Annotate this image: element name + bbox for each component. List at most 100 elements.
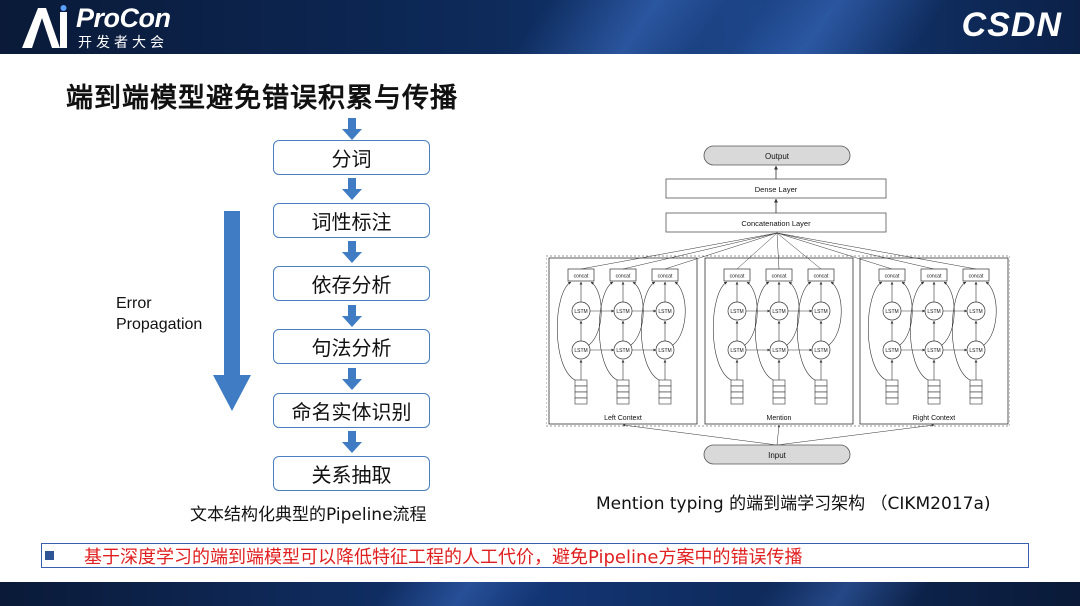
embedding-cell: [658, 379, 672, 387]
stage-tokenization: 分词: [273, 140, 430, 175]
embedding-cell: [885, 391, 899, 399]
stage-ner: 命名实体识别: [273, 393, 430, 428]
embedding-cell: [969, 391, 983, 399]
pipeline-arrow-icon: [342, 178, 362, 200]
embedding-cell: [658, 391, 672, 399]
pipeline-arrow-icon: [342, 431, 362, 453]
lstm-label: LSTM: [574, 348, 587, 354]
lstm-label: LSTM: [885, 309, 898, 315]
skip-connection: [630, 281, 644, 346]
skip-connection: [951, 281, 971, 381]
skip-connection: [588, 281, 602, 346]
embedding-cell: [574, 379, 588, 387]
connection-line: [776, 232, 822, 270]
embedding-cell: [616, 397, 630, 405]
encoder-group-box: [704, 257, 854, 425]
skip-connection: [786, 281, 800, 346]
skip-connection: [909, 281, 929, 381]
lstm-label: LSTM: [927, 309, 940, 315]
embedding-cell: [885, 385, 899, 393]
embedding-cell: [885, 379, 899, 387]
embedding-cell: [772, 391, 786, 399]
skip-connection: [712, 281, 732, 381]
summary-text: 基于深度学习的端到端模型可以降低特征工程的人工代价，避免Pipeline方案中的…: [84, 546, 803, 568]
skip-connection: [672, 281, 686, 346]
input-node: [703, 444, 851, 465]
lstm-label: LSTM: [574, 309, 587, 315]
skip-connection: [899, 281, 913, 346]
embedding-cell: [616, 391, 630, 399]
procon-brand-text: ProCon: [76, 3, 171, 33]
stage-syntax-parsing: 句法分析: [273, 329, 430, 364]
connection-line: [622, 232, 778, 270]
embedding-cell: [927, 379, 941, 387]
output-label: Output: [765, 152, 790, 161]
embedding-cell: [814, 391, 828, 399]
lstm-label: LSTM: [772, 309, 785, 315]
dense-layer-label: Dense Layer: [755, 185, 798, 194]
error-propagation-label: Error Propagation: [116, 293, 202, 335]
embedding-cell: [814, 379, 828, 387]
lstm-label: LSTM: [814, 348, 827, 354]
concat-label: concat: [814, 274, 829, 280]
connection-line: [776, 232, 977, 270]
encoder-group-label: Left Context: [604, 415, 642, 422]
concat-label: concat: [969, 274, 984, 280]
skip-connection: [754, 281, 774, 381]
concat-label: concat: [658, 274, 673, 280]
embedding-cell: [772, 379, 786, 387]
procon-subtitle: 开发者大会: [78, 35, 168, 51]
pipeline-arrow-icon: [342, 241, 362, 263]
embedding-cell: [969, 379, 983, 387]
lstm-label: LSTM: [969, 309, 982, 315]
skip-connection: [867, 281, 887, 381]
embedding-cell: [772, 385, 786, 393]
slide-title: 端到端模型避免错误积累与传播: [66, 83, 458, 114]
error-propagation-arrow-icon: [213, 211, 251, 411]
summary-bar: 基于深度学习的端到端模型可以降低特征工程的人工代价，避免Pipeline方案中的…: [41, 543, 1029, 568]
embedding-cell: [574, 397, 588, 405]
lstm-label: LSTM: [616, 348, 629, 354]
concat-label: concat: [574, 274, 589, 280]
lstm-label: LSTM: [885, 348, 898, 354]
embedding-cell: [730, 385, 744, 393]
embedding-cell: [574, 385, 588, 393]
embedding-cell: [730, 391, 744, 399]
connection-line: [776, 232, 893, 270]
connection-line: [664, 232, 778, 270]
encoder-group-label: Right Context: [913, 415, 955, 422]
footer-banner: [0, 582, 1080, 606]
footer-light-streak: [362, 582, 558, 606]
stage-pos-tagging: 词性标注: [273, 203, 430, 238]
embedding-cell: [814, 397, 828, 405]
embedding-cell: [772, 397, 786, 405]
concat-label: concat: [885, 274, 900, 280]
lstm-label: LSTM: [969, 348, 982, 354]
concat-label: concat: [772, 274, 787, 280]
embedding-cell: [730, 397, 744, 405]
lstm-label: LSTM: [814, 309, 827, 315]
concat-label: concat: [730, 274, 745, 280]
embedding-cell: [969, 397, 983, 405]
embedding-cell: [927, 391, 941, 399]
skip-connection: [983, 281, 997, 346]
concatenation-layer-label: Concatenation Layer: [741, 219, 811, 228]
embedding-cell: [927, 397, 941, 405]
embedding-cell: [574, 391, 588, 399]
embedding-cell: [927, 385, 941, 393]
pipeline-arrow-icon: [342, 305, 362, 327]
lstm-label: LSTM: [730, 309, 743, 315]
skip-connection: [640, 281, 660, 381]
embedding-cell: [616, 385, 630, 393]
lstm-label: LSTM: [616, 309, 629, 315]
input-label: Input: [768, 451, 787, 460]
pipeline-arrow-icon: [342, 118, 362, 140]
lstm-label: LSTM: [772, 348, 785, 354]
skip-connection: [744, 281, 758, 346]
skip-connection: [796, 281, 816, 381]
stage-relation-extraction: 关系抽取: [273, 456, 430, 491]
embedding-cell: [969, 385, 983, 393]
procon-ai-logo-icon: [22, 5, 67, 48]
skip-connection: [598, 281, 618, 381]
encoder-group-box: [859, 257, 1009, 425]
